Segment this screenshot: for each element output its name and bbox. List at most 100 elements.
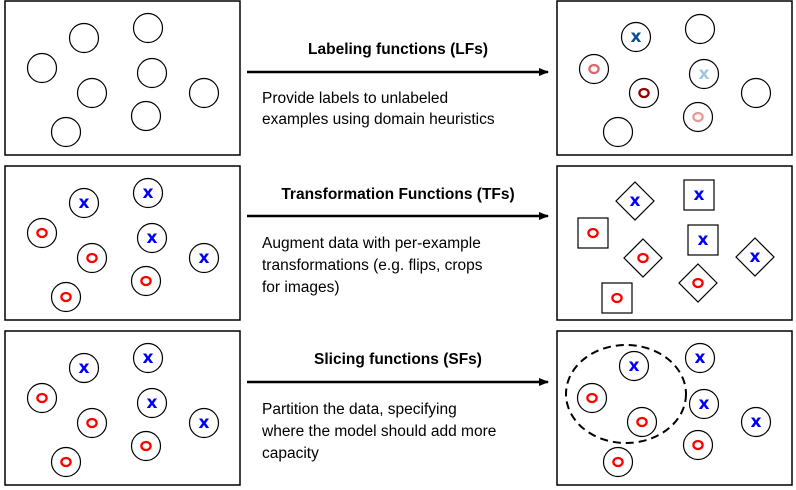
o-class-marker [86,252,98,264]
x-class-marker: x [199,248,210,268]
data-point: x [615,181,655,221]
o-class-marker [636,416,648,428]
sf-title: Slicing functions (SFs) [314,351,482,368]
circle-boundary [136,387,168,419]
diamond-boundary [735,237,775,277]
o-class-marker [36,227,48,239]
data-point [76,77,108,109]
x-class-marker: x [630,191,641,211]
o-class-marker [86,417,98,429]
data-point: x [188,242,220,274]
o-class-marker [611,292,623,304]
x-class-marker: x [699,394,710,414]
circle-boundary [50,446,82,478]
circle-boundary [68,352,100,384]
x-class-marker: x [79,358,90,378]
data-point [740,77,772,109]
data-point [130,265,162,297]
data-point [684,13,716,45]
data-point [132,12,164,44]
circle-boundary [136,57,168,89]
circle-boundary [76,77,108,109]
data-point [68,22,100,54]
x-class-marker: x [698,230,709,250]
data-point [76,242,108,274]
circle-boundary [50,281,82,313]
square-boundary [683,179,715,211]
o-class-marker [36,392,48,404]
circle-boundary [618,350,650,382]
o-class-marker [60,456,72,468]
data-point: x [132,342,164,374]
unlabeled-data-panel [4,0,241,156]
data-point: x [620,21,652,53]
o-class-marker [612,456,624,468]
circle-boundary [76,407,108,439]
data-point: x [688,58,720,90]
circle-boundary [688,58,720,90]
data-point [188,77,220,109]
data-point [577,217,609,249]
data-point [628,77,660,109]
circle-boundary [682,429,714,461]
o-class-marker [637,252,649,264]
circle-boundary [130,430,162,462]
data-point [682,101,714,133]
circle-boundary [132,342,164,374]
data-point [682,429,714,461]
x-class-marker: x [199,413,210,433]
circle-boundary [68,187,100,219]
o-class-marker [140,440,152,452]
data-point: x [136,222,168,254]
data-point [602,116,634,148]
labeled-data-panel [556,0,793,156]
sf-description-line: Partition the data, specifying [262,401,457,418]
x-class-marker: x [695,348,706,368]
tf-description-line: Augment data with per-example [262,235,481,252]
o-class-marker [60,291,72,303]
data-point [130,100,162,132]
x-class-marker: x [143,348,154,368]
data-point: x [684,342,716,374]
o-class-marker [140,275,152,287]
data-point [602,446,634,478]
lf-title: Labeling functions (LFs) [308,41,488,58]
data-point [678,263,718,303]
x-class-marker: x [147,228,158,248]
data-point: x [68,187,100,219]
circle-boundary [188,407,220,439]
circle-boundary [130,100,162,132]
o-class-marker [692,439,704,451]
x-class-marker: x [694,185,705,205]
x-class-marker: x [629,356,640,376]
circle-boundary [130,265,162,297]
tf-description-line: transformations (e.g. flips, crops [262,257,483,274]
data-point: x [188,407,220,439]
data-point: x [687,224,719,256]
circle-boundary [602,116,634,148]
circle-boundary [76,242,108,274]
circle-boundary [628,77,660,109]
data-point: x [688,388,720,420]
sf-description-line: capacity [262,445,319,462]
data-point: x [136,387,168,419]
circle-boundary [576,382,608,414]
data-point: x [735,237,775,277]
labeled-data-panel-2 [4,330,241,486]
circle-boundary [188,242,220,274]
transformed-data-panel [556,165,793,321]
circle-boundary [620,21,652,53]
slice-region-ellipse [565,344,687,444]
x-class-marker: x [79,193,90,213]
o-class-marker [638,87,650,99]
data-point: x [132,177,164,209]
circle-boundary [26,217,58,249]
lf-description-line: examples using domain heuristics [262,111,495,128]
data-point [50,281,82,313]
x-class-marker: x [143,183,154,203]
square-boundary [687,224,719,256]
circle-boundary [26,52,58,84]
circle-boundary [740,77,772,109]
x-class-marker: x [631,27,642,47]
